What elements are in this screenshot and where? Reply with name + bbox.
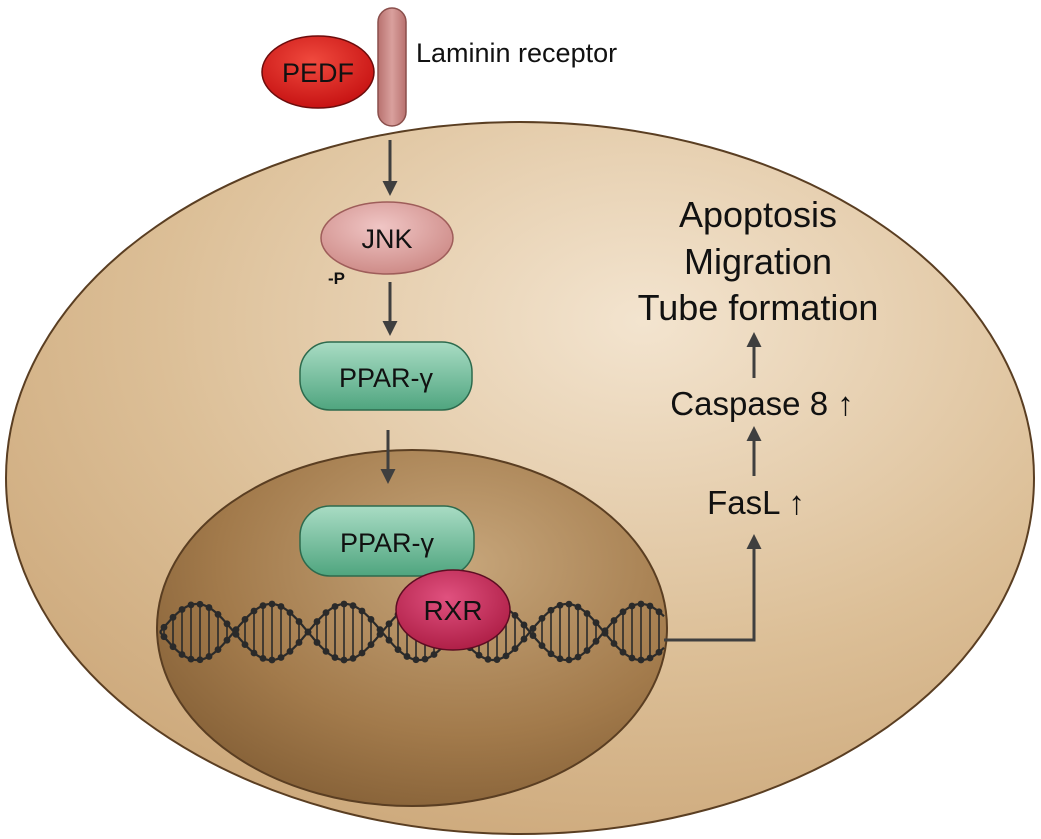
pedf-node xyxy=(261,35,375,109)
caspase-8-label: Caspase 8 ↑ xyxy=(670,385,853,422)
ppar-gamma-nucleus-node xyxy=(299,505,475,577)
jnk-phospho-label: -P xyxy=(328,269,345,288)
pedf-label: PEDF xyxy=(282,58,354,88)
rxr-label: RXR xyxy=(423,595,482,626)
rxr-node xyxy=(395,569,511,651)
effect-apoptosis: Apoptosis xyxy=(679,194,837,235)
ppar-gamma-cytoplasm-node xyxy=(299,341,473,411)
laminin-receptor-label: Laminin receptor xyxy=(416,38,617,68)
jnk-node xyxy=(320,201,454,275)
fasl-label: FasL ↑ xyxy=(707,484,805,521)
effect-tube-formation: Tube formation xyxy=(638,287,879,328)
laminin-receptor xyxy=(377,7,407,127)
ppar-gamma-cytoplasm-label: PPAR-γ xyxy=(339,363,434,393)
arrow-dna-to-fasl xyxy=(664,534,762,642)
effect-migration: Migration xyxy=(684,241,832,282)
jnk-label: JNK xyxy=(361,224,412,254)
dna-strand-2 xyxy=(159,602,665,662)
ppar-gamma-nucleus-label: PPAR-γ xyxy=(340,528,435,558)
